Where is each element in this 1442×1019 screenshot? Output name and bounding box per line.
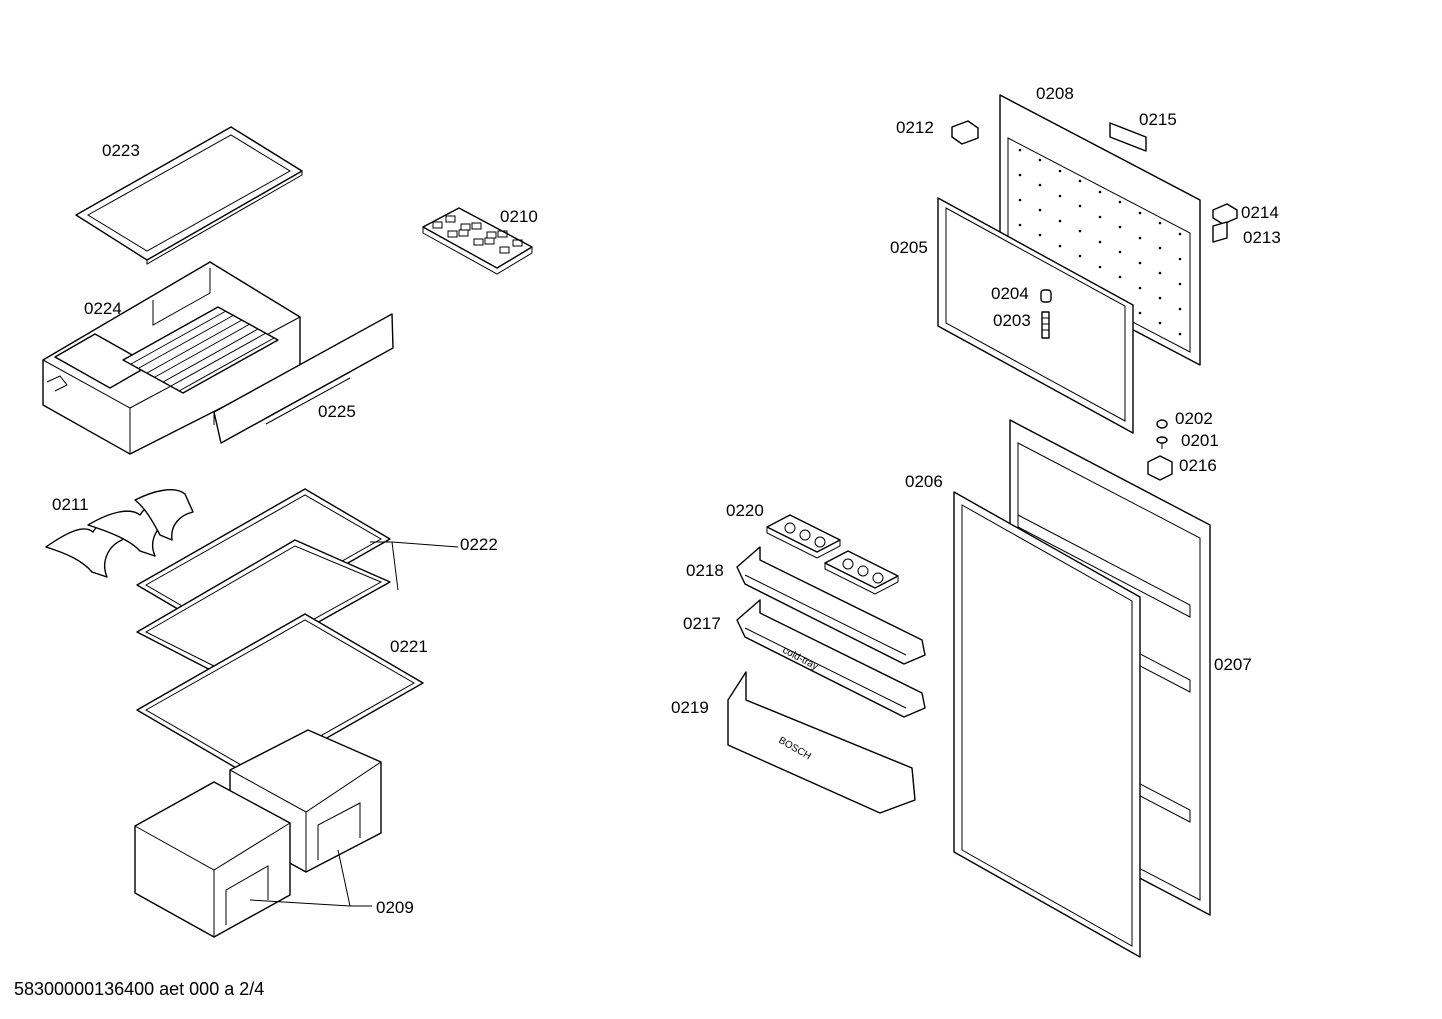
door-liner-dot-pattern [1018,148,1182,336]
part-0220-egg-holders [766,514,899,595]
part-0225-drawer-panel [213,313,394,444]
part-0206-fridge-door-seal [953,491,1141,958]
part-0201-screw [1156,436,1168,449]
label-0219: 0219 [671,698,709,717]
label-0217: 0217 [683,614,721,633]
part-0202-washer [1156,419,1168,429]
part-0209-crisper-drawers [134,729,382,938]
part-0219-bottle-shelf: BOSCH [727,671,916,814]
label-0211: 0211 [52,495,89,514]
label-0224: 0224 [84,299,122,318]
part-0216-hinge [1147,455,1173,481]
label-0204: 0204 [991,284,1029,303]
part-0215-label-strip [1109,122,1147,152]
part-0223-freezer-flap [75,126,303,265]
label-0202: 0202 [1175,409,1213,428]
label-0207: 0207 [1214,655,1252,674]
part-0212-hinge-cap [951,120,979,145]
label-0208: 0208 [1036,84,1074,103]
label-0205: 0205 [890,238,928,257]
label-0215: 0215 [1139,110,1177,129]
label-0218: 0218 [686,561,724,580]
label-0225: 0225 [318,402,356,421]
label-0213: 0213 [1243,228,1281,247]
part-0218-door-shelf [736,546,926,665]
label-0212: 0212 [896,118,934,137]
part-0222-glass-shelves [136,488,391,677]
label-0220: 0220 [726,501,764,520]
part-0203-screw [1041,311,1050,339]
part-0208-freezer-inner-door [999,94,1201,366]
part-0204-bushing [1040,289,1052,303]
label-0206: 0206 [905,472,943,491]
part-0210-ice-tray [422,207,533,275]
label-0223: 0223 [102,141,140,160]
label-0222: 0222 [460,535,498,554]
label-0221: 0221 [390,637,428,656]
label-0203: 0203 [993,311,1031,330]
part-0224-freezer-drawer [42,261,301,455]
label-0209: 0209 [376,898,414,917]
callout-labels: 0223 0210 0224 0225 0211 0222 0221 0209 … [52,84,1281,917]
part-0214-cap [1212,203,1238,225]
label-0216: 0216 [1179,456,1217,475]
part-0211-egg-racks [45,489,194,578]
part-0213-cover [1212,221,1228,243]
label-0201: 0201 [1181,431,1219,450]
callout-leader-lines [249,541,459,907]
part-0205-freezer-door-seal [937,197,1134,434]
label-0214: 0214 [1241,203,1279,222]
document-reference: 58300000136400 aet 000 a 2/4 [14,979,265,999]
part-0221-glass-shelf [136,613,424,780]
label-0210: 0210 [500,207,538,226]
